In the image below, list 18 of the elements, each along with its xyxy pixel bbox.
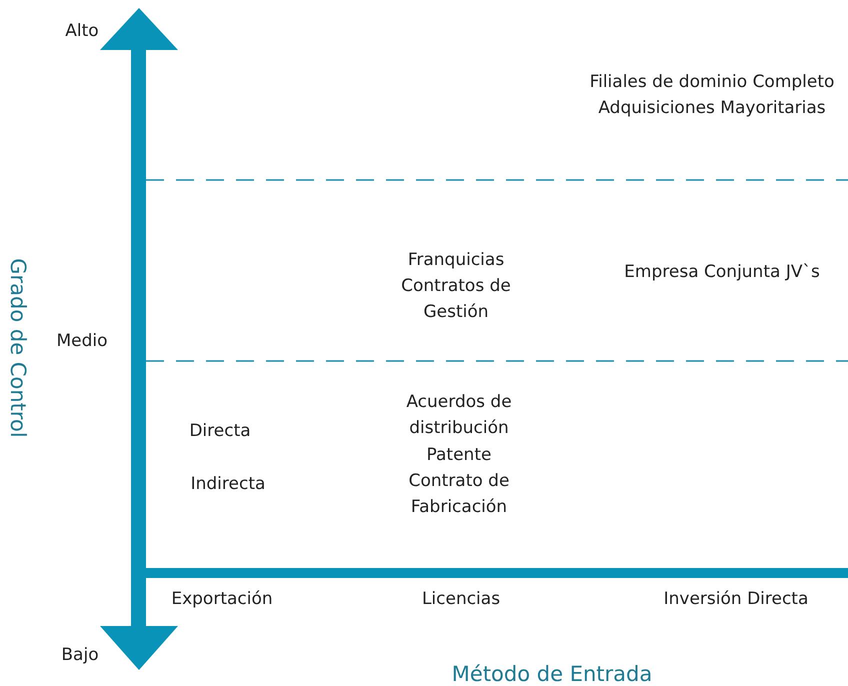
entry-mode-text: Franquicias (408, 249, 504, 272)
entry-mode-text: Directa (189, 420, 251, 443)
axis-level-label: Medio (56, 330, 108, 353)
entry-mode-text: Contratos de Gestión (400, 275, 512, 324)
entry-mode-text: Filiales de dominio Completo (590, 71, 834, 94)
entry-mode-text: Contrato de Fabricación (408, 470, 510, 519)
axis-level-label: Bajo (61, 644, 99, 667)
category-label: Licencias (422, 588, 500, 611)
entry-mode-text: Indirecta (190, 473, 266, 496)
entry-mode-text: Patente (426, 444, 492, 467)
entry-mode-text: Empresa Conjunta JV`s (624, 261, 820, 284)
category-label: Exportación (171, 588, 273, 611)
entry-mode-text: Adquisiciones Mayoritarias (598, 97, 826, 120)
axis-title: Método de Entrada (452, 661, 652, 686)
axis-level-label: Alto (65, 20, 99, 43)
axis-title: Grado de Control (5, 258, 31, 438)
entry-mode-text: Acuerdos de distribución (405, 391, 513, 440)
category-label: Inversión Directa (664, 588, 808, 611)
